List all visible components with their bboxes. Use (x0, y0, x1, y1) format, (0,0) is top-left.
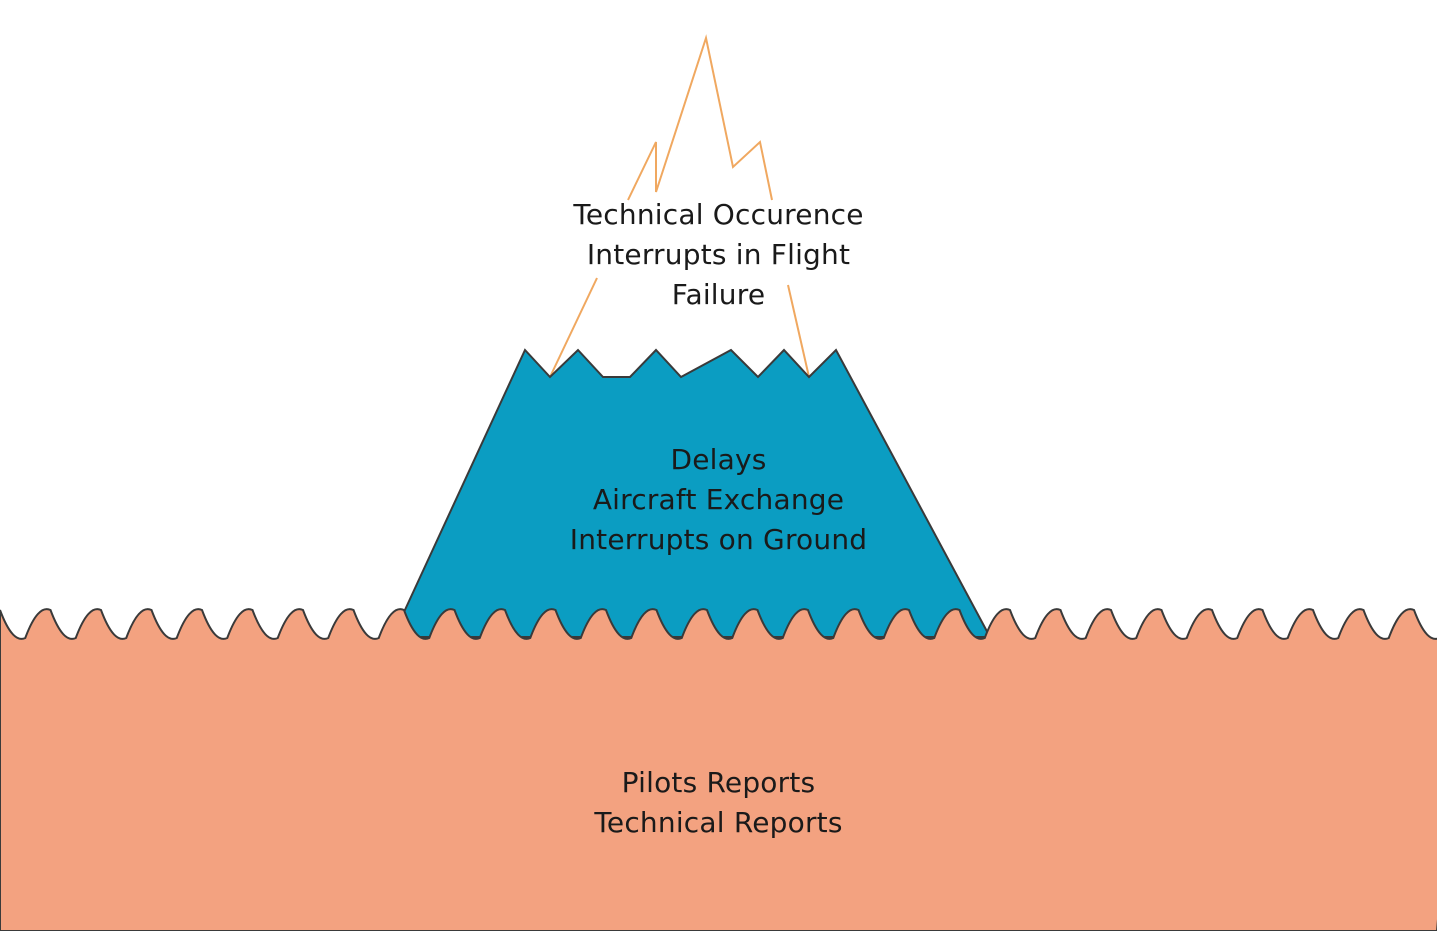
tip-label-group: Technical Occurence Interrupts in Flight… (0, 195, 1437, 315)
peak-outline (627, 34, 773, 201)
tip-label-line-1: Technical Occurence (573, 198, 864, 231)
middle-label-line-2: Aircraft Exchange (592, 483, 845, 516)
middle-label-group: Delays Aircraft Exchange Interrupts on G… (0, 440, 1437, 560)
middle-label-line-1: Delays (670, 443, 767, 476)
tip-label-line-2: Interrupts in Flight (586, 238, 851, 271)
peak-outline (549, 277, 598, 378)
base-label-line-1: Pilots Reports (621, 766, 816, 799)
iceberg-body (403, 348, 992, 638)
middle-label-line-3: Interrupts on Ground (569, 523, 868, 556)
water-body (0, 608, 1437, 932)
base-label-group: Pilots Reports Technical Reports (0, 763, 1437, 843)
base-label-line-2: Technical Reports (594, 806, 843, 839)
peak-outline (787, 284, 810, 378)
tip-label-line-3: Failure (671, 278, 766, 311)
